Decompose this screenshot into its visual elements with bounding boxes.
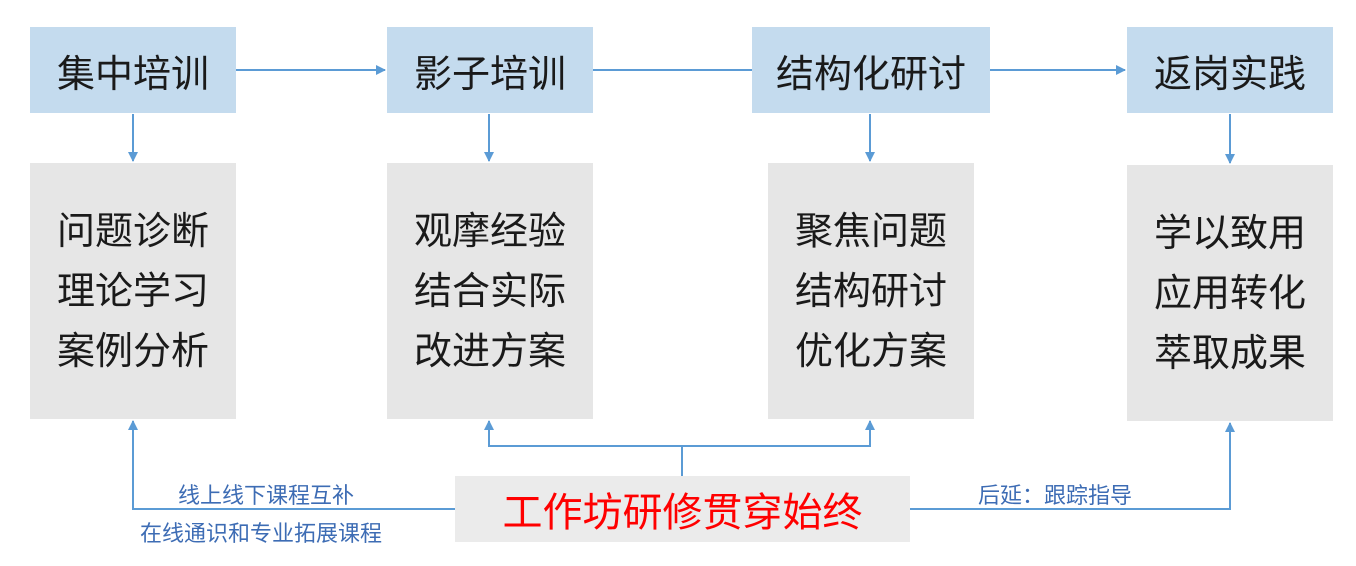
note-follow-up: 后延：跟踪指导 [978,484,1133,509]
stage-title: 结构化研讨 [775,51,966,96]
detail-line: 学以致用 [1153,211,1306,255]
stage-box-return-practice: 返岗实践 [1127,27,1333,113]
detail-line: 结构研讨 [794,269,947,313]
stage-title: 集中培训 [56,51,209,96]
detail-box-stage4: 学以致用 应用转化 萃取成果 [1127,165,1333,421]
arrow-workshop-to-detail4 [910,422,1235,510]
arrow-workshop-to-detail2 [484,420,682,447]
detail-line: 应用转化 [1153,271,1306,315]
note-online-offline: 线上线下课程互补 [178,484,355,509]
arrow-workshop-to-detail3 [682,420,875,447]
note-online-general-courses: 在线通识和专业拓展课程 [140,522,383,547]
detail-line: 观摩经验 [413,209,566,253]
detail-box-stage1: 问题诊断 理论学习 案例分析 [30,163,236,419]
detail-box-stage3: 聚焦问题 结构研讨 优化方案 [768,163,974,419]
detail-line: 萃取成果 [1153,331,1306,375]
workshop-box: 工作坊研修贯穿始终 [455,476,910,542]
detail-line: 优化方案 [794,329,947,373]
detail-box-stage2: 观摩经验 结合实际 改进方案 [387,163,593,419]
stage-title: 返岗实践 [1153,51,1306,96]
detail-line: 理论学习 [56,269,209,313]
stage-box-centralized-training: 集中培训 [30,27,236,113]
detail-line: 问题诊断 [56,209,209,253]
detail-line: 聚焦问题 [794,209,947,253]
stage-box-structured-seminar: 结构化研讨 [752,27,990,113]
detail-line: 案例分析 [56,329,209,373]
detail-line: 结合实际 [413,269,566,313]
stage-box-shadow-training: 影子培训 [387,27,593,113]
detail-line: 改进方案 [413,329,566,373]
workshop-label: 工作坊研修贯穿始终 [502,490,863,536]
stage-title: 影子培训 [413,51,566,96]
arrow-workshop-to-detail1 [128,420,455,510]
